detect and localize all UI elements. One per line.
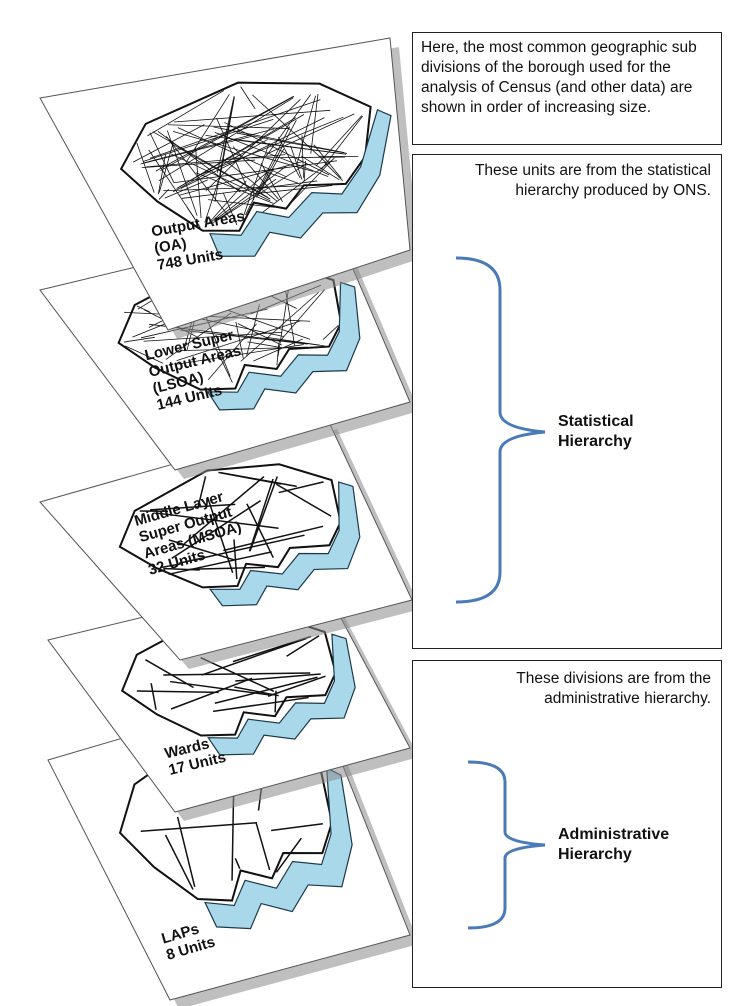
lsoa-river <box>206 281 361 411</box>
oa-label-line: (OA) <box>153 235 188 257</box>
lsoa-label: Lower SuperOutput Areas(LSOA)144 Units <box>143 326 251 414</box>
msoa-map-sheet: Middle LayerSuper OutputAreas (MSOA)32 U… <box>39 419 421 669</box>
oa-river <box>209 109 392 257</box>
administrative-label-line2: Hierarchy <box>558 846 632 863</box>
oa-map-sheet: Output Areas(OA)748 Units <box>39 37 419 339</box>
statistical-label-line2: Hierarchy <box>558 433 632 450</box>
intro-text: Here, the most common geographic sub div… <box>421 39 697 116</box>
lsoa-map-sheet: Lower SuperOutput Areas(LSOA)144 Units <box>39 219 419 479</box>
administrative-hierarchy-label: Administrative Hierarchy <box>558 825 669 865</box>
statistical-note-box: These units are from the statistical hie… <box>412 154 722 649</box>
msoa-river <box>208 481 361 607</box>
wards-river <box>207 633 356 756</box>
intro-text-box: Here, the most common geographic sub div… <box>412 32 722 145</box>
statistical-note: These units are from the statistical hie… <box>474 162 711 199</box>
administrative-note: These divisions are from the administrat… <box>516 670 711 707</box>
statistical-hierarchy-label: Statistical Hierarchy <box>558 412 634 452</box>
statistical-label-line1: Statistical <box>558 413 634 430</box>
administrative-note-box: These divisions are from the administrat… <box>412 660 722 988</box>
administrative-label-line1: Administrative <box>558 826 670 843</box>
